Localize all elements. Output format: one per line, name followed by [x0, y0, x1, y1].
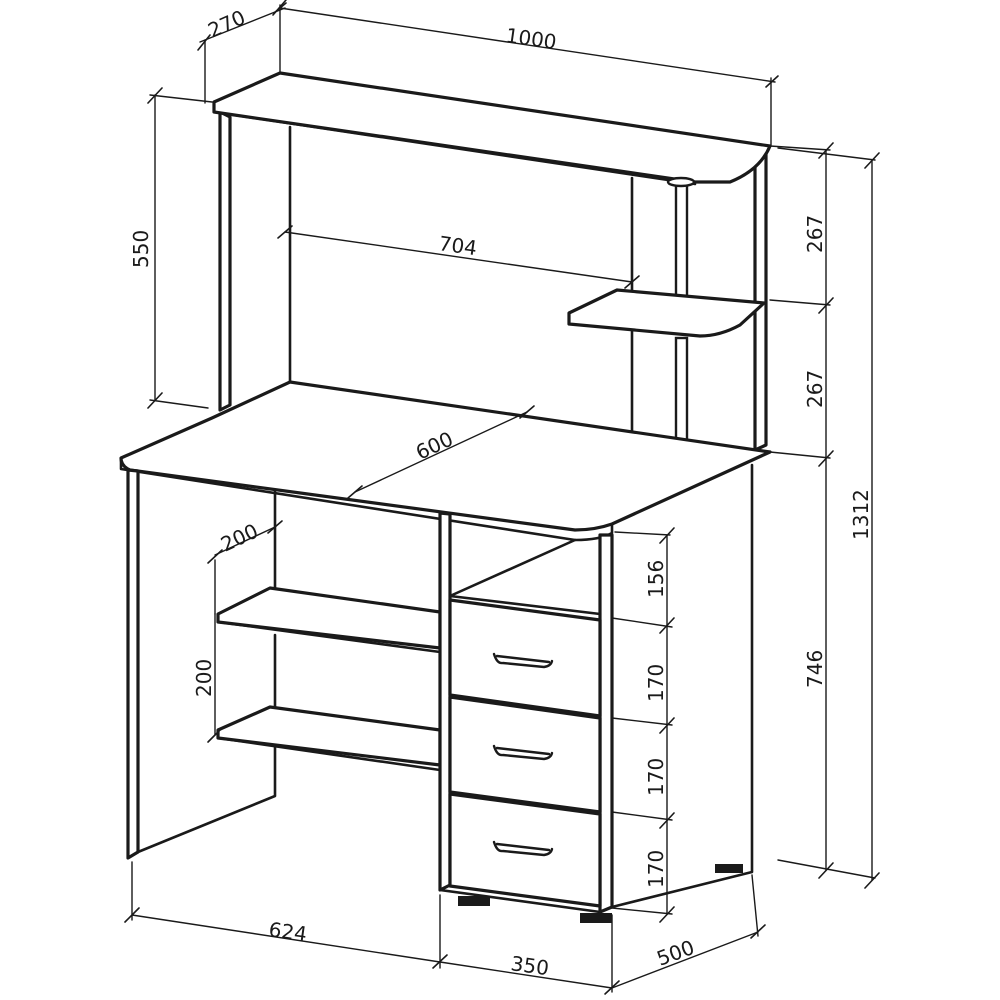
dim-total-height: 1312 [849, 489, 873, 540]
dim-pedestal-width: 350 [509, 951, 550, 980]
open-shelf-upper [216, 586, 442, 650]
open-shelf-lower [216, 705, 442, 767]
dim-total-width: 1000 [504, 23, 558, 54]
dim-drawer-1: 170 [644, 664, 668, 702]
drawer-2-handle [492, 744, 554, 761]
pedestal-inner-top [448, 538, 602, 616]
dim-left-width: 624 [267, 917, 308, 946]
hutch-left-side [218, 110, 232, 412]
drawer-3 [448, 792, 602, 908]
foot-front-right [580, 913, 612, 923]
hutch-top-shelf-edge [212, 100, 697, 186]
dimension-lines [124, 0, 880, 995]
dim-pedestal-depth: 500 [654, 935, 698, 971]
pedestal-bottom [438, 888, 602, 914]
open-shelf-upper-edge [216, 612, 442, 654]
drawer-3-handle [492, 840, 554, 857]
dim-shelf-spacing-lower: 267 [803, 370, 827, 408]
pedestal-outer-side [598, 533, 614, 914]
dim-open-shelf-spacing: 200 [192, 659, 216, 697]
desk-left-leg [126, 468, 140, 860]
dim-drawer-3: 170 [644, 850, 668, 888]
hutch [212, 71, 772, 481]
desk-top [119, 380, 772, 532]
drawer-1-handle [492, 652, 554, 669]
desk [119, 380, 772, 923]
foot-back-right [715, 864, 743, 873]
dim-shelf-spacing-upper: 267 [803, 215, 827, 253]
drawer-1 [448, 598, 602, 718]
pedestal-side-panel [610, 463, 754, 909]
post-base-top [666, 176, 696, 188]
hutch-top-shelf [212, 71, 772, 184]
dim-hutch-height: 550 [129, 230, 153, 268]
dim-inner-span: 704 [437, 231, 478, 260]
dim-open-shelf-depth: 200 [217, 519, 262, 557]
foot-front-left [458, 896, 490, 906]
dim-desk-height: 746 [803, 650, 827, 688]
dim-pedestal-top-gap: 156 [644, 560, 668, 598]
desk-left-leg-side [136, 488, 277, 854]
dim-drawer-2: 170 [644, 758, 668, 796]
dim-top-depth: 270 [204, 5, 249, 42]
hutch-middle-shelf [567, 288, 766, 338]
drawer-2 [448, 695, 602, 814]
